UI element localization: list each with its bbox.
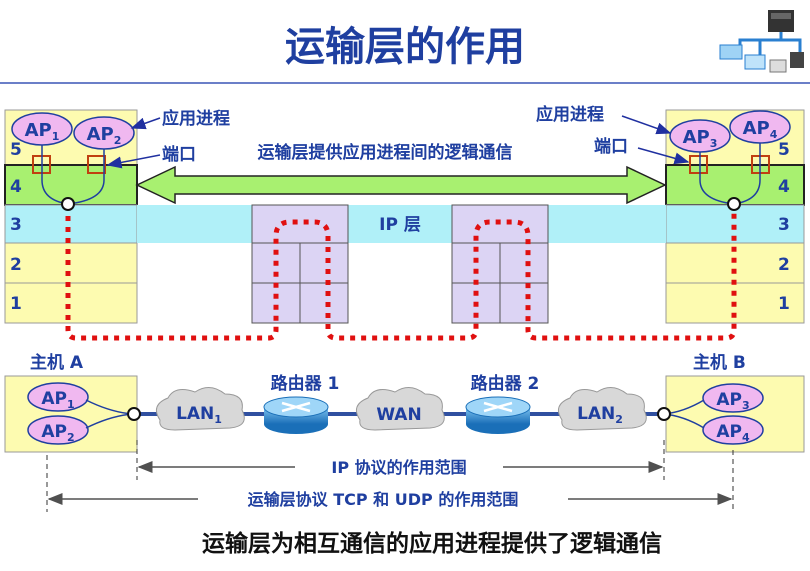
- ip-layer-label: IP 层: [379, 215, 421, 235]
- right-process-pointer: [621, 115, 672, 135]
- network-icon: [719, 10, 804, 73]
- right-port-pointer: [637, 147, 690, 165]
- ip-scope-label: IP 协议的作用范围: [331, 458, 466, 477]
- svg-text:AP3: AP3: [683, 127, 718, 150]
- host-b-ap-3: AP3: [702, 383, 764, 413]
- logical-comm-arrow: [135, 165, 667, 205]
- wan-cloud: WAN: [355, 387, 445, 431]
- right-layer-4: 4: [778, 177, 790, 197]
- svg-text:AP2: AP2: [87, 124, 122, 147]
- left-layer-3: 3: [10, 215, 22, 235]
- right-mux-point: [727, 197, 741, 211]
- left-ap-1: AP1: [11, 112, 73, 146]
- footer-caption: 运输层为相互通信的应用进程提供了逻辑通信: [202, 530, 662, 557]
- left-layer-2: 2: [10, 255, 22, 275]
- svg-text:LAN2: LAN2: [577, 404, 623, 426]
- ip-layer-band: [137, 205, 666, 243]
- left-process-pointer: [130, 117, 161, 130]
- host-a-ap-1: AP1: [27, 382, 89, 412]
- svg-text:AP4: AP4: [716, 422, 750, 444]
- right-layer-5: 5: [778, 140, 790, 160]
- left-port-pointer: [106, 154, 161, 169]
- router-box-2: [451, 204, 549, 324]
- host-a-port: [127, 407, 141, 421]
- router-2-label: 路由器 2: [471, 373, 540, 394]
- host-b-ap-4: AP4: [702, 415, 764, 445]
- host-a-label: 主机 A: [30, 352, 84, 373]
- lan2-cloud: LAN2: [557, 387, 647, 431]
- router-box-1: [251, 204, 349, 324]
- router-1-label: 路由器 1: [271, 373, 340, 394]
- svg-text:AP4: AP4: [743, 118, 778, 141]
- page-title: 运输层的作用: [285, 24, 525, 70]
- left-layer-5: 5: [10, 140, 22, 160]
- right-ap-4: AP4: [729, 110, 791, 144]
- right-port-label: 端口: [594, 136, 628, 157]
- svg-text:LAN1: LAN1: [176, 404, 222, 426]
- router-1-icon: [263, 396, 329, 434]
- svg-text:WAN: WAN: [376, 405, 421, 425]
- right-process-label: 应用进程: [536, 104, 604, 125]
- left-process-label: 应用进程: [162, 108, 230, 129]
- left-ap-2: AP2: [73, 116, 135, 150]
- left-layer-1: 1: [10, 294, 22, 314]
- right-port-3: [689, 155, 708, 174]
- left-port-label: 端口: [162, 144, 196, 165]
- left-mux-point: [61, 197, 75, 211]
- host-b-port: [657, 407, 671, 421]
- host-b-label: 主机 B: [693, 352, 746, 373]
- right-ap-3: AP3: [669, 119, 731, 153]
- lan1-cloud: LAN1: [155, 387, 245, 431]
- svg-text:AP1: AP1: [41, 389, 74, 411]
- transport-scope-label: 运输层协议 TCP 和 UDP 的作用范围: [248, 490, 519, 509]
- svg-text:AP1: AP1: [25, 120, 60, 143]
- logical-comm-label: 运输层提供应用进程间的逻辑通信: [258, 142, 513, 163]
- svg-text:AP2: AP2: [41, 422, 74, 444]
- left-layer-4: 4: [10, 177, 22, 197]
- right-layer-1: 1: [778, 294, 790, 314]
- right-layer-3: 3: [778, 215, 790, 235]
- host-a-ap-2: AP2: [27, 415, 89, 445]
- svg-text:AP3: AP3: [716, 390, 749, 412]
- left-port-2: [87, 155, 106, 174]
- right-layer-2: 2: [778, 255, 790, 275]
- router-2-icon: [465, 396, 531, 434]
